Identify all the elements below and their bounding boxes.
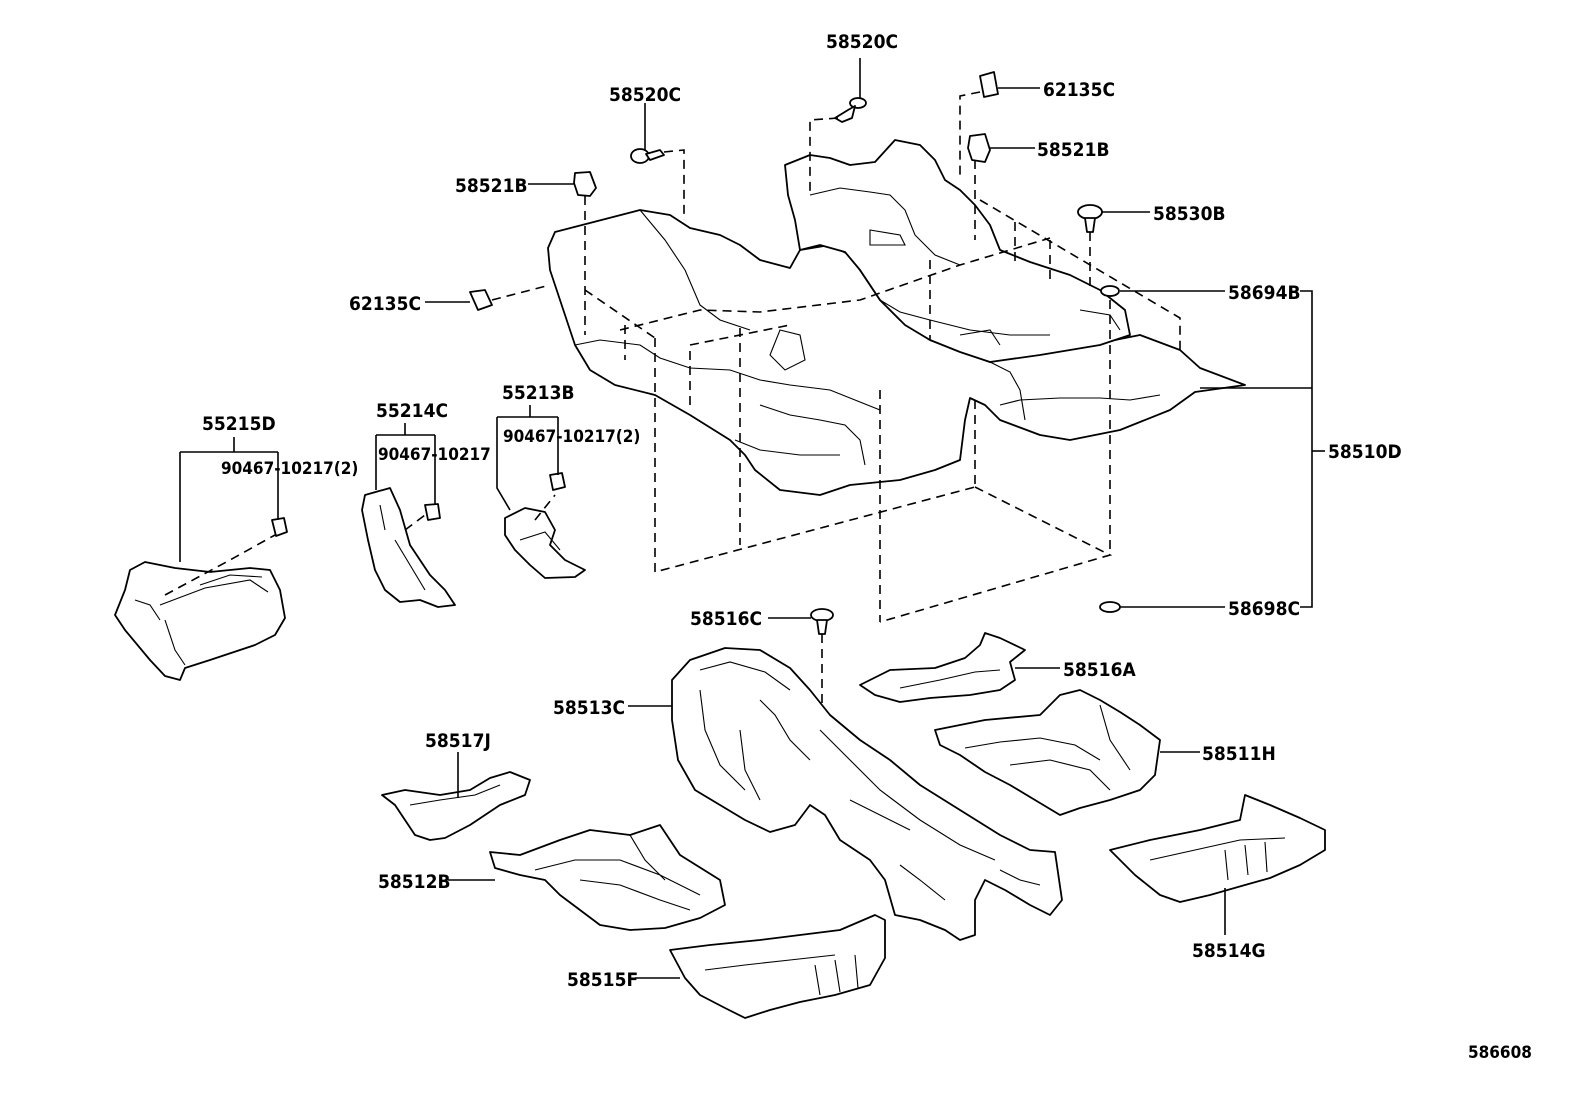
silencer-58513c[interactable] <box>628 647 1063 941</box>
label-55215d: 55215D <box>202 413 276 435</box>
silencer-58514g[interactable] <box>1109 794 1326 935</box>
clip-58520c-top[interactable] <box>809 58 867 192</box>
label-58513c: 58513C <box>553 697 625 719</box>
bracket-55214c <box>375 423 436 505</box>
clip-58521b-left[interactable] <box>528 171 597 335</box>
silencer-58512b[interactable] <box>448 824 726 931</box>
bracket-55215d <box>179 437 279 562</box>
pad-55214c[interactable] <box>361 487 456 608</box>
silencer-58516a[interactable] <box>859 632 1060 703</box>
clip-58530b[interactable] <box>1077 204 1150 290</box>
label-55214c: 55214C <box>376 400 448 422</box>
bracket-55213b <box>496 405 559 511</box>
bracket-58510d <box>1200 290 1325 608</box>
label-58514g: 58514G <box>1192 940 1266 962</box>
label-62135c-top: 62135C <box>1043 79 1115 101</box>
label-58530b: 58530B <box>1153 203 1226 225</box>
label-55213b: 55213B <box>502 382 575 404</box>
clip-62135c-left[interactable] <box>425 284 551 311</box>
label-58516c: 58516C <box>690 608 762 630</box>
pad-55215d[interactable] <box>114 517 288 681</box>
label-58520c-top: 58520C <box>826 31 898 53</box>
label-55215d-screw: 90467-10217(2) <box>221 459 358 479</box>
label-58510d: 58510D <box>1328 441 1402 463</box>
pad-55213b[interactable] <box>504 472 586 579</box>
diagram-number: 586608 <box>1468 1043 1532 1063</box>
label-58511h: 58511H <box>1202 743 1276 765</box>
label-58517j: 58517J <box>425 730 491 752</box>
carpet-guide-lines <box>584 199 1181 623</box>
label-55213b-screw: 90467-10217(2) <box>503 427 640 447</box>
label-58512b: 58512B <box>378 871 451 893</box>
clip-58520c-left[interactable] <box>630 103 685 220</box>
label-58521b-left: 58521B <box>455 175 528 197</box>
floor-carpet-assembly[interactable] <box>547 139 1246 496</box>
silencer-58517j[interactable] <box>381 752 531 841</box>
clip-58521b-right[interactable] <box>967 133 1035 240</box>
clip-62135c-top[interactable] <box>959 71 1040 175</box>
label-58515f: 58515F <box>567 969 638 991</box>
grommet-58694b[interactable] <box>1100 285 1225 297</box>
label-62135c-left: 62135C <box>349 293 421 315</box>
grommet-58698c[interactable] <box>1099 601 1225 613</box>
label-58520c-left: 58520C <box>609 84 681 106</box>
label-58516a: 58516A <box>1063 659 1136 681</box>
clip-58516c[interactable] <box>768 608 834 720</box>
silencer-58515f[interactable] <box>635 914 886 1019</box>
label-58698c: 58698C <box>1228 598 1300 620</box>
label-58521b-right: 58521B <box>1037 139 1110 161</box>
label-58694b: 58694B <box>1228 282 1301 304</box>
silencer-58511h[interactable] <box>934 689 1200 816</box>
